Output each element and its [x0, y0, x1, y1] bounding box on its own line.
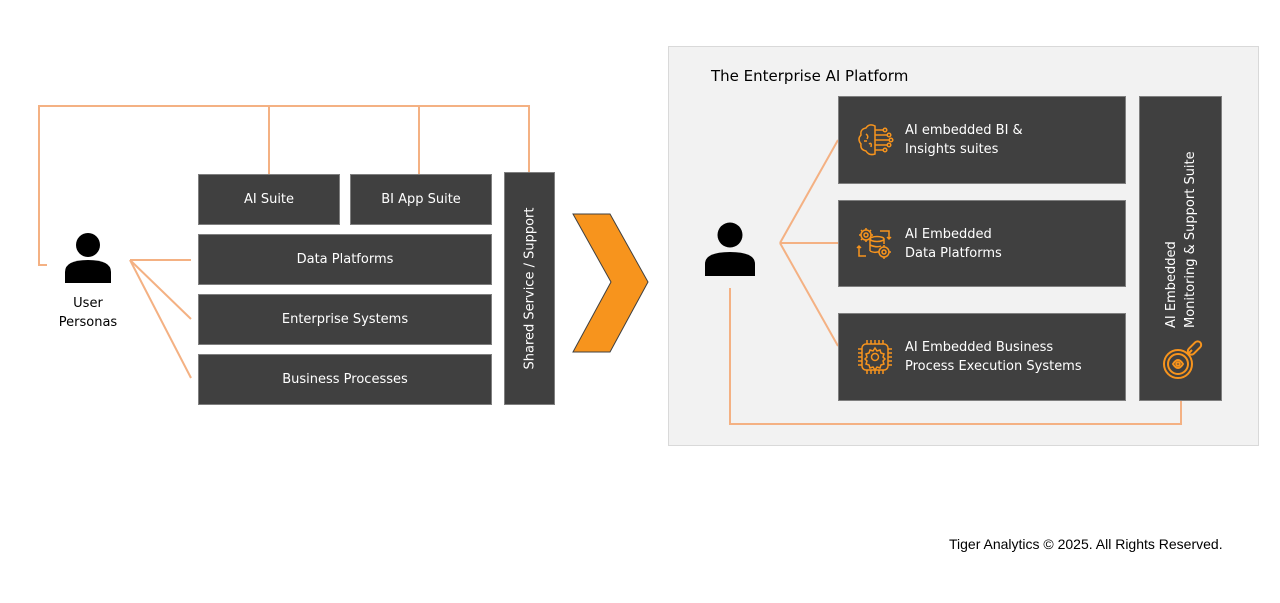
- ai-suite-label: AI Suite: [243, 192, 295, 207]
- enterprise-systems-label: Enterprise Systems: [281, 312, 409, 327]
- user-icon: [705, 222, 755, 276]
- brain-circuit-icon: [858, 124, 894, 156]
- enterprise-systems-box: Enterprise Systems: [198, 294, 492, 345]
- persona-label-line2: Personas: [58, 315, 118, 330]
- monitoring-label: AI Embedded Monitoring & Support Suite: [1162, 148, 1200, 328]
- bi-app-suite-box: BI App Suite: [350, 174, 492, 225]
- chip-gear-icon: [858, 340, 892, 374]
- monitoring-line1: AI Embedded: [1164, 241, 1179, 328]
- data-platforms-line1: AI Embedded: [905, 226, 992, 242]
- business-processes-box: Business Processes: [198, 354, 492, 405]
- magnifier-eye-icon: [1163, 340, 1203, 379]
- ai-bi-insights-box: AI embedded BI & Insights suites: [838, 96, 1126, 184]
- persona-top-connector: [38, 105, 530, 266]
- data-platforms-label: Data Platforms: [296, 252, 394, 267]
- enterprise-systems-connector: [129, 259, 192, 320]
- ai-suite-box: AI Suite: [198, 174, 340, 225]
- bi-insights-line2: Insights suites: [905, 142, 999, 157]
- user-persona-icon: [65, 233, 111, 283]
- database-gears-icon: [856, 227, 892, 259]
- data-platforms-box: Data Platforms: [198, 234, 492, 285]
- bi-app-suite-label: BI App Suite: [381, 192, 461, 207]
- bpes-connector: [779, 242, 839, 347]
- bpes-line1: AI Embedded Business: [905, 340, 1054, 355]
- chevron-right-icon: [572, 213, 649, 353]
- panel-title: The Enterprise AI Platform: [711, 67, 909, 85]
- bpes-line2: Process Execution Systems: [905, 359, 1082, 374]
- ai-data-platforms-box: AI Embedded Data Platforms: [838, 200, 1126, 287]
- bi-insights-line1: AI embedded BI &: [905, 123, 1023, 138]
- user-personas-label: User Personas: [48, 294, 128, 332]
- data-platforms-line2: Data Platforms: [905, 245, 1002, 261]
- copyright-footer: Tiger Analytics © 2025. All Rights Reser…: [949, 536, 1223, 552]
- persona-label-line1: User: [73, 296, 103, 311]
- ai-bpes-box: AI Embedded Business Process Execution S…: [838, 313, 1126, 401]
- shared-service-box: Shared Service / Support: [504, 172, 555, 405]
- business-processes-connector: [129, 259, 192, 379]
- monitoring-line2: Monitoring & Support Suite: [1183, 151, 1198, 328]
- business-processes-label: Business Processes: [282, 372, 408, 387]
- bi-suite-connector: [779, 139, 839, 244]
- monitoring-connector: [729, 288, 1182, 425]
